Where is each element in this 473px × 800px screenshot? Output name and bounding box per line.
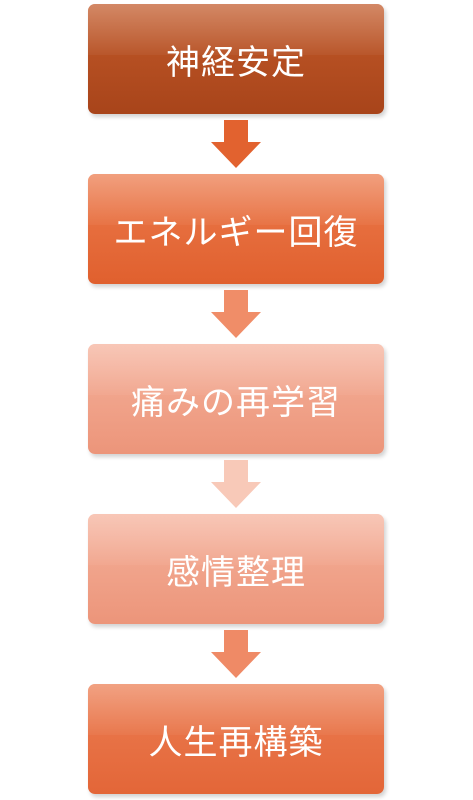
step-box-2: エネルギー回復	[88, 174, 384, 284]
down-arrow-icon	[211, 290, 261, 338]
step-box-5: 人生再構築	[88, 684, 384, 794]
step-box-4: 感情整理	[88, 514, 384, 624]
down-arrow-icon	[211, 630, 261, 678]
step-label-3: 痛みの再学習	[131, 382, 341, 423]
down-arrow-icon	[211, 120, 261, 168]
step-box-3: 痛みの再学習	[88, 344, 384, 454]
down-arrow-icon	[211, 460, 261, 508]
step-label-4: 感情整理	[166, 552, 306, 593]
step-box-1: 神経安定	[88, 4, 384, 114]
step-label-1: 神経安定	[166, 42, 306, 83]
step-label-2: エネルギー回復	[113, 212, 359, 253]
step-label-5: 人生再構築	[148, 722, 324, 763]
